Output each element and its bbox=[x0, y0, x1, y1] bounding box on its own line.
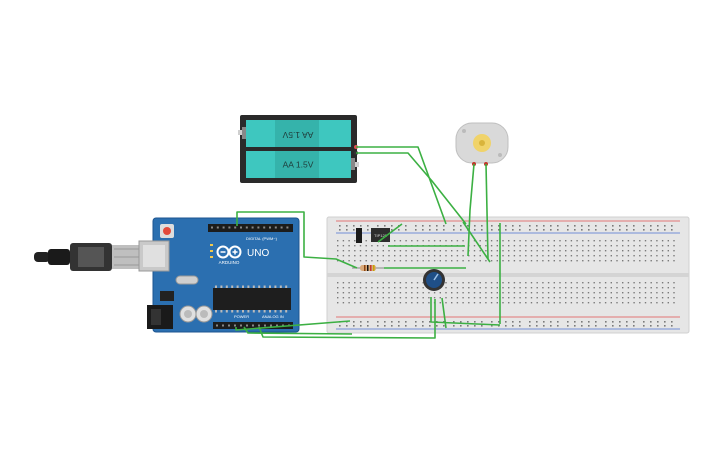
battery-top-label: AA 1.5V bbox=[282, 130, 313, 140]
wire-pin-to-resistor[interactable] bbox=[236, 211, 358, 269]
battery-bottom-label: AA 1.5V bbox=[283, 159, 314, 169]
brand-label: ARDUINO bbox=[219, 260, 240, 265]
wire-pot-gnd[interactable] bbox=[430, 297, 501, 326]
transistor[interactable]: TIP120 bbox=[356, 228, 390, 243]
transistor-label: TIP120 bbox=[374, 233, 388, 238]
digital-header-label: DIGITAL (PWM~) bbox=[246, 236, 278, 241]
wire-motor-1[interactable] bbox=[467, 163, 475, 257]
breadboard-holes bbox=[337, 225, 675, 327]
usb-cable bbox=[34, 243, 142, 271]
wires bbox=[235, 146, 501, 339]
wire-5v-to-rail[interactable] bbox=[243, 326, 353, 335]
wire-analog-to-pot[interactable] bbox=[258, 299, 436, 339]
arduino-uno-board[interactable]: ARDUINO UNO DIGITAL (PWM~) POWER ANALOG … bbox=[138, 217, 300, 333]
power-header-label: POWER bbox=[234, 314, 249, 319]
atmega-chip bbox=[213, 288, 291, 310]
model-label: UNO bbox=[247, 248, 269, 259]
wire-rail-diagonal[interactable] bbox=[462, 221, 491, 263]
resistor[interactable] bbox=[352, 265, 384, 271]
wire-motor-2[interactable] bbox=[485, 163, 489, 260]
arduino-logo bbox=[216, 245, 242, 259]
wire-battery-plus[interactable] bbox=[356, 146, 447, 225]
potentiometer[interactable] bbox=[423, 269, 445, 291]
digital-header[interactable] bbox=[208, 224, 293, 232]
wire-gnd-to-rail[interactable] bbox=[235, 320, 351, 331]
wire-pot-vcc[interactable] bbox=[441, 297, 447, 329]
analog-header-label: ANALOG IN bbox=[262, 314, 284, 319]
wire-transistor-link[interactable] bbox=[377, 223, 403, 243]
battery-pack[interactable]: AA 1.5V AA 1.5V bbox=[238, 115, 359, 183]
wire-battery-minus[interactable] bbox=[356, 152, 467, 225]
digital-pins bbox=[211, 226, 289, 229]
dc-motor[interactable] bbox=[455, 122, 509, 166]
